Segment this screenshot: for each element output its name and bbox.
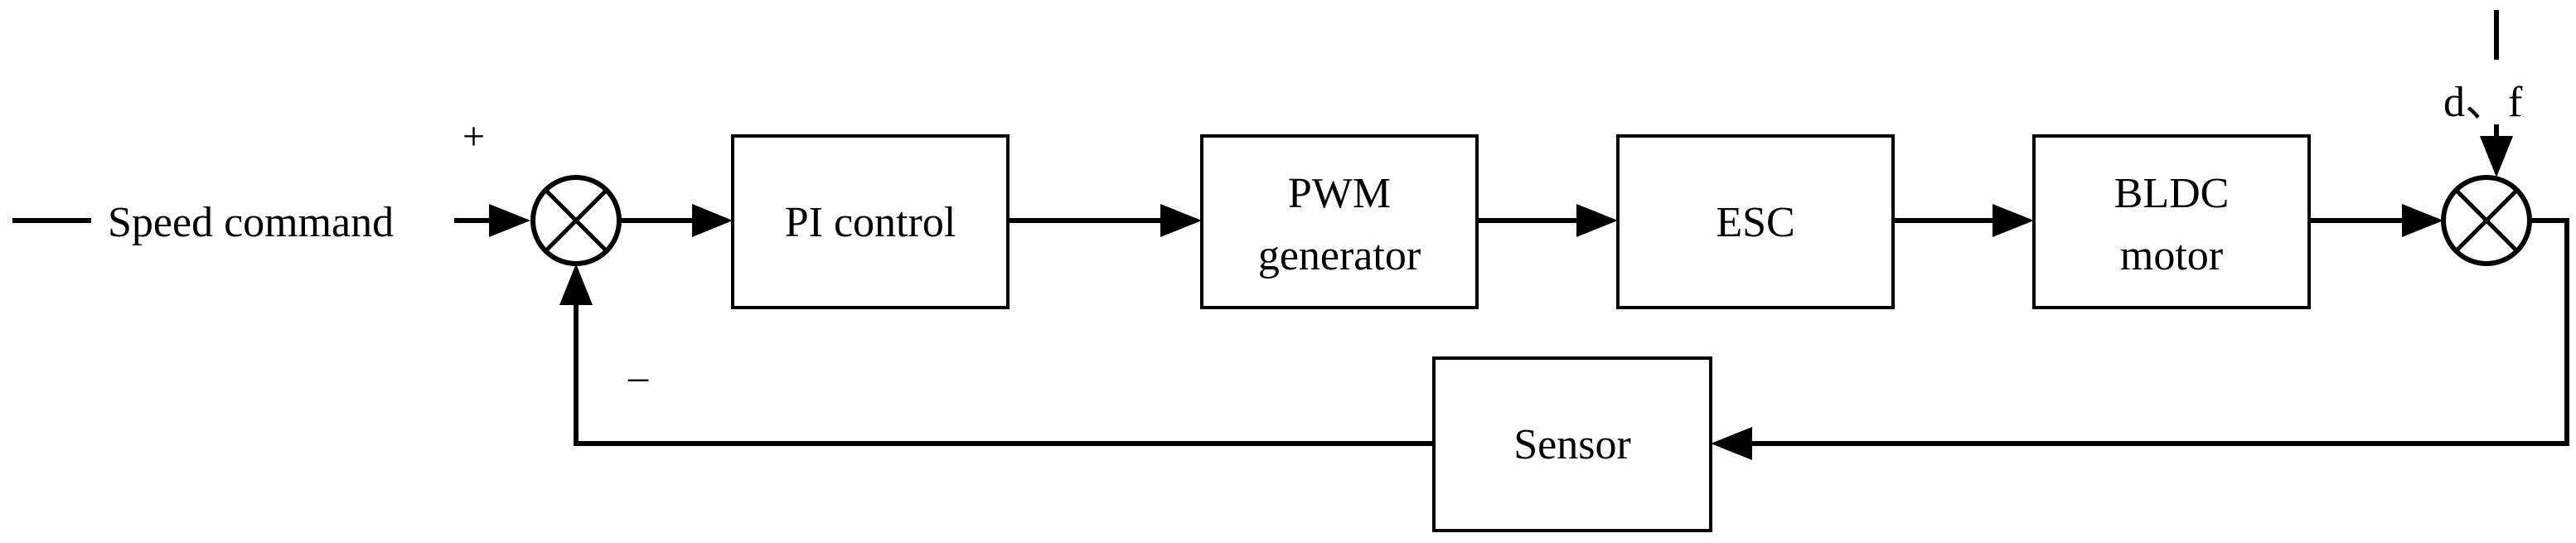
arrow-to-bldc: [1993, 204, 2034, 237]
arrow-to-sum2: [2402, 204, 2443, 237]
bldc-motor-block: [2032, 134, 2311, 309]
pwm-label-line2: generator: [1258, 232, 1421, 279]
pi-control-block: [731, 134, 1010, 309]
esc-block: [1616, 134, 1895, 309]
summing-junction-2: [2441, 175, 2532, 266]
feedback-line-left: [574, 298, 1434, 446]
minus-sign: –: [627, 355, 649, 399]
arrow-to-sum1-feedback: [559, 264, 593, 305]
arrow-to-sensor: [1711, 427, 1752, 460]
arrow-to-pi: [692, 204, 733, 237]
bldc-label-line1: BLDC: [2114, 170, 2230, 217]
input-label: Speed command: [108, 199, 394, 246]
plus-sign: +: [462, 114, 485, 158]
esc-label: ESC: [1716, 199, 1794, 246]
feedback-line-right: [1744, 218, 2569, 446]
disturbance-arrow: [2480, 136, 2513, 177]
summing-junction-1: [530, 175, 622, 266]
pwm-generator-block: [1200, 134, 1479, 309]
disturbance-label: d、f: [2443, 79, 2523, 126]
sensor-label: Sensor: [1513, 421, 1631, 468]
bldc-label-line2: motor: [2120, 232, 2223, 279]
sensor-block: [1432, 356, 1712, 532]
arrow-to-esc: [1576, 204, 1618, 237]
pi-control-label: PI control: [785, 199, 956, 246]
pwm-label-line1: PWM: [1288, 170, 1391, 217]
arrow-to-pwm: [1160, 204, 1202, 237]
input-arrow: [489, 204, 530, 237]
